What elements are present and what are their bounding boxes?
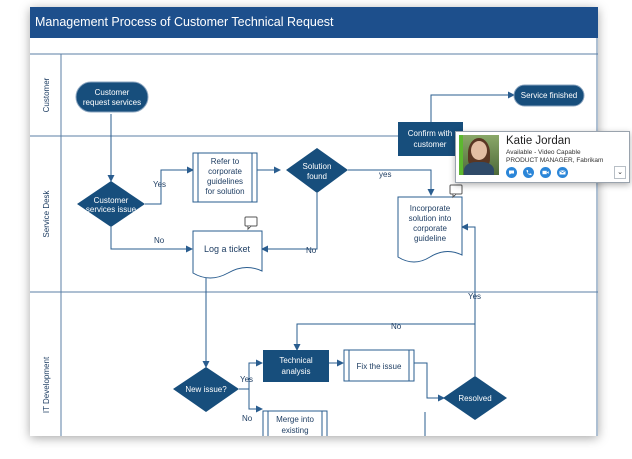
technical-analysis-line-1: Technical (279, 356, 313, 365)
edge-label-no-new-issue: No (242, 414, 253, 423)
edge-label-yes-solution: yes (379, 170, 391, 179)
log-ticket-label: Log a ticket (204, 244, 251, 254)
merge-line-1: Merge into (276, 415, 314, 424)
diagram-sheet: Management Process of Customer Technical… (30, 7, 598, 436)
contact-title: PRODUCT MANAGER, (506, 157, 575, 164)
contact-actions (506, 167, 568, 178)
lane-label-service-desk: Service Desk (42, 189, 51, 237)
avatar (459, 135, 499, 175)
contact-status: Available - Video Capable (506, 149, 581, 156)
fix-issue-label: Fix the issue (357, 362, 402, 371)
customer-request-line-1: Customer (95, 88, 130, 97)
incorporate-line-2: solution into (409, 214, 452, 223)
contact-company: Fabrikam (576, 157, 604, 164)
incorporate-line-4: guideline (414, 234, 447, 243)
node-fix-issue[interactable]: Fix the issue (343, 349, 415, 382)
confirm-line-1: Confirm with (408, 129, 452, 138)
contact-card[interactable]: Katie Jordan Available - Video Capable P… (455, 131, 630, 183)
diagram-title: Management Process of Customer Technical… (35, 15, 334, 29)
refer-line-2: corporate (208, 167, 242, 176)
node-resolved[interactable]: Resolved (443, 376, 507, 420)
node-technical-analysis[interactable]: Technical analysis (263, 350, 329, 382)
lane-label-it-development: IT Development (42, 356, 51, 413)
edge-label-yes-services: Yes (153, 180, 166, 189)
comment-icon[interactable] (244, 216, 258, 231)
chevron-down-icon[interactable]: ⌄ (614, 166, 626, 179)
services-issue-line-1: Customer (94, 196, 129, 205)
contact-role: PRODUCT MANAGER, Fabrikam (506, 157, 603, 164)
merge-line-2: existing (281, 426, 308, 435)
edge-label-yes-new-issue: Yes (240, 375, 253, 384)
node-service-finished[interactable]: Service finished (513, 84, 585, 107)
edge-label-yes-resolved: Yes (468, 292, 481, 301)
incorporate-line-3: corporate (413, 224, 447, 233)
node-merge-existing[interactable]: Merge into existing (262, 410, 328, 436)
node-log-ticket[interactable]: Log a ticket (192, 230, 263, 279)
confirm-line-2: customer (414, 140, 447, 149)
email-icon[interactable] (557, 167, 568, 178)
comment-icon[interactable] (449, 184, 463, 199)
refer-line-1: Refer to (211, 157, 240, 166)
services-issue-line-2: services issue (86, 205, 137, 214)
title-bar: Management Process of Customer Technical… (30, 7, 598, 38)
connectors (107, 91, 515, 436)
presence-indicator (459, 135, 463, 175)
refer-line-3: guidelines (207, 177, 243, 186)
node-confirm-with-customer[interactable]: Confirm with customer (398, 122, 463, 156)
im-icon[interactable] (506, 167, 517, 178)
incorporate-line-1: Incorporate (410, 204, 451, 213)
edge-label-no-resolved: No (391, 322, 402, 331)
technical-analysis-line-2: analysis (282, 367, 311, 376)
solution-found-line-1: Solution (303, 162, 332, 171)
refer-line-4: for solution (205, 187, 244, 196)
edge-label-no-services: No (154, 236, 165, 245)
call-icon[interactable] (523, 167, 534, 178)
video-icon[interactable] (540, 167, 551, 178)
node-new-issue[interactable]: New issue? (173, 367, 239, 412)
flowchart: Customer Service Desk IT Development Yes… (30, 38, 598, 436)
customer-request-line-2: request services (83, 98, 141, 107)
solution-found-line-2: found (307, 172, 327, 181)
edge-label-no-solution: No (306, 246, 317, 255)
resolved-label: Resolved (458, 394, 491, 403)
lane-label-customer: Customer (42, 77, 51, 112)
contact-name: Katie Jordan (506, 135, 571, 147)
service-finished-label: Service finished (521, 91, 577, 100)
new-issue-label: New issue? (185, 385, 227, 394)
